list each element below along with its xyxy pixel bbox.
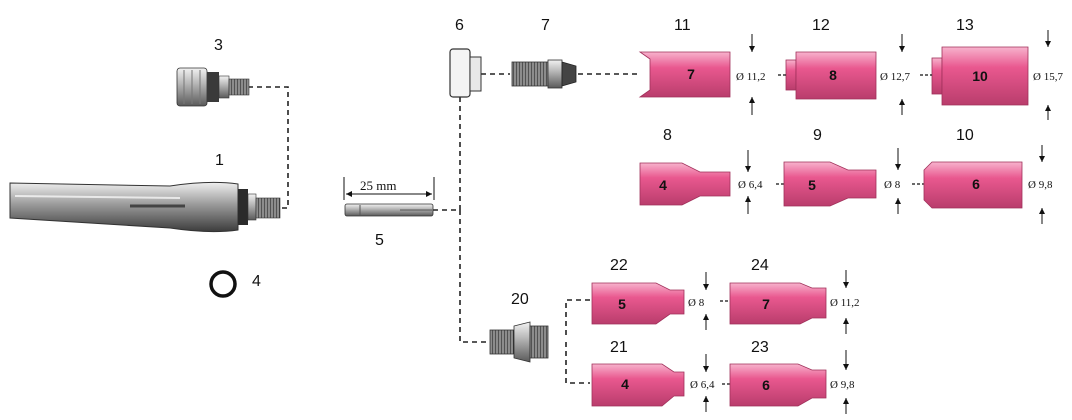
nozzle-size-label: 7 — [762, 296, 770, 312]
collet-length-label: 25 mm — [360, 178, 396, 193]
nozzle-diameter-label: Ø 15,7 — [1033, 71, 1063, 83]
label-part-5: 5 — [375, 232, 384, 249]
label-part-13: 13 — [956, 17, 974, 34]
nozzle-size-label: 5 — [808, 177, 816, 193]
nozzle-diameter-label: Ø 8 — [884, 179, 901, 191]
nozzle-24: 7 Ø 11,2 — [729, 270, 860, 334]
nozzle-size-label: 7 — [687, 66, 695, 82]
label-part-21: 21 — [610, 339, 628, 356]
nozzle-diameter-label: Ø 9,8 — [1028, 179, 1053, 191]
nozzle-diameter-label: Ø 6,4 — [738, 179, 763, 191]
nozzle-diameter-label: Ø 11,2 — [736, 71, 766, 83]
collet-body — [511, 59, 577, 89]
nozzle-diameter-label: Ø 6,4 — [690, 379, 715, 391]
nozzle-9: 5 Ø 8 — [783, 148, 901, 214]
nozzle-diameter-label: Ø 8 — [688, 297, 705, 309]
nozzle-size-label: 8 — [829, 67, 837, 83]
nozzle-13: 10 Ø 15,7 — [931, 30, 1063, 120]
label-part-3: 3 — [214, 37, 223, 54]
label-part-11: 11 — [674, 17, 691, 34]
dimension-connectors — [720, 74, 932, 385]
nozzle-size-label: 4 — [659, 177, 667, 193]
insulator — [449, 48, 482, 98]
nozzle-diameter-label: Ø 12,7 — [880, 71, 910, 83]
label-part-22: 22 — [610, 257, 628, 274]
nozzle-10: 6 Ø 9,8 — [923, 145, 1053, 224]
nozzle-size-label: 5 — [618, 296, 626, 312]
nozzle-22: 5 Ø 8 — [591, 272, 709, 330]
label-part-1: 1 — [215, 152, 224, 169]
nozzle-size-label: 6 — [972, 176, 980, 192]
nozzle-21: 4 Ø 6,4 — [591, 354, 715, 412]
nozzle-diameter-label: Ø 11,2 — [830, 297, 860, 309]
nozzle-size-label: 10 — [972, 68, 988, 84]
label-part-9: 9 — [813, 127, 822, 144]
gas-lens — [489, 321, 549, 363]
nozzle-23: 6 Ø 9,8 — [729, 350, 855, 414]
nozzle-size-label: 6 — [762, 377, 770, 393]
label-part-6: 6 — [455, 17, 464, 34]
back-cap — [176, 67, 250, 107]
label-part-8: 8 — [663, 127, 672, 144]
label-part-12: 12 — [812, 17, 830, 34]
connection-lines — [248, 73, 638, 384]
nozzle-size-label: 4 — [621, 376, 629, 392]
label-part-7: 7 — [541, 17, 550, 34]
label-part-20: 20 — [511, 291, 529, 308]
nozzle-diameter-label: Ø 9,8 — [830, 379, 855, 391]
torch-body — [9, 181, 281, 233]
label-part-4: 4 — [252, 273, 261, 290]
o-ring — [209, 270, 237, 298]
label-part-24: 24 — [751, 257, 769, 274]
label-part-10: 10 — [956, 127, 974, 144]
label-part-23: 23 — [751, 339, 769, 356]
nozzle-8: 4 Ø 6,4 — [639, 150, 763, 214]
nozzle-11: 7 Ø 11,2 — [638, 34, 766, 115]
collet — [343, 177, 435, 217]
nozzle-12: 8 Ø 12,7 — [785, 34, 910, 115]
